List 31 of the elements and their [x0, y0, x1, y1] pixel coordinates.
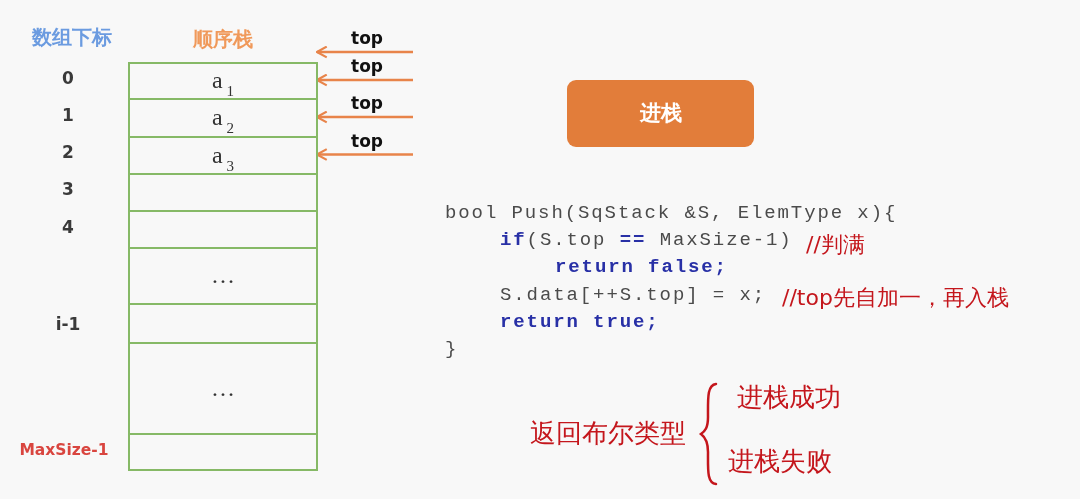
edge-label: top: [349, 28, 385, 48]
arrow: [315, 45, 413, 59]
index-label: 3: [62, 180, 74, 200]
handwritten-note: //判满: [806, 232, 865, 258]
index-label: 1: [62, 106, 74, 126]
title-banner: 进栈: [567, 80, 754, 147]
code-line: return true;: [500, 312, 660, 334]
stack-cell: a$_{2}$: [128, 98, 318, 136]
arrow: [315, 148, 413, 161]
code-line: S.data[++S.top] = x;: [500, 285, 767, 307]
handwritten-note: 返回布尔类型: [530, 419, 686, 449]
edge-label: top: [349, 56, 385, 76]
code-line: bool Push(SqStack &S, ElemType x){: [445, 203, 898, 225]
stack-heading: 顺序栈: [193, 26, 253, 52]
code-line: return false;: [555, 257, 728, 279]
arrow: [315, 73, 413, 87]
code-line: }: [445, 339, 459, 361]
code-line: if(S.top == MaxSize-1): [500, 230, 793, 252]
index-label: i-1: [55, 315, 81, 335]
edge-label: top: [349, 93, 385, 113]
index-label: 4: [62, 218, 74, 238]
handwritten-note: 进栈成功: [737, 383, 841, 413]
edge-label: top: [349, 131, 385, 150]
handwritten-note: //top先自加一，再入栈: [782, 285, 1009, 311]
stack-cell: a$_{3}$: [128, 136, 318, 173]
arrow: [315, 110, 413, 124]
index-label: 0: [62, 69, 74, 89]
column-heading: 数组下标: [32, 25, 112, 49]
index-label: 2: [62, 143, 74, 163]
handwritten-note: 进栈失败: [728, 447, 832, 477]
index-label: MaxSize-1: [19, 442, 109, 460]
